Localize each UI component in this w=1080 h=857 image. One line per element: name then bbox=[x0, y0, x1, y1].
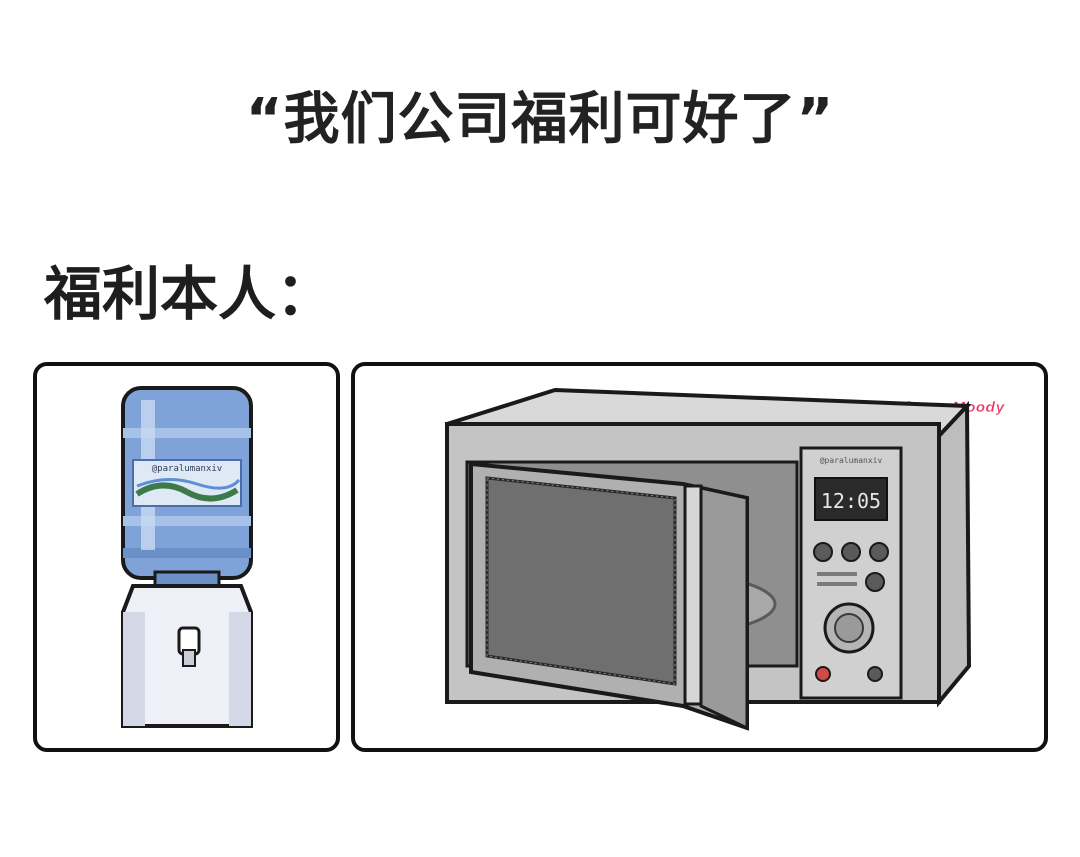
bottle-label: @paralumanxiv bbox=[152, 464, 222, 474]
water-dispenser-icon: @paralumanxiv bbox=[121, 386, 253, 728]
subhead-text: 福利本人： bbox=[44, 260, 335, 328]
microwave-panel: 微博：ProfessorMoody @paralumanxiv 12:05 bbox=[351, 362, 1048, 752]
clock-display: 12:05 bbox=[821, 489, 881, 513]
water-dispenser-panel: @paralumanxiv bbox=[33, 362, 340, 752]
headline-text: “我们公司福利可好了” bbox=[245, 87, 835, 152]
microwave-icon: 微博：ProfessorMoody @paralumanxiv 12:05 bbox=[445, 387, 1006, 731]
panel-label: @paralumanxiv bbox=[820, 456, 883, 465]
